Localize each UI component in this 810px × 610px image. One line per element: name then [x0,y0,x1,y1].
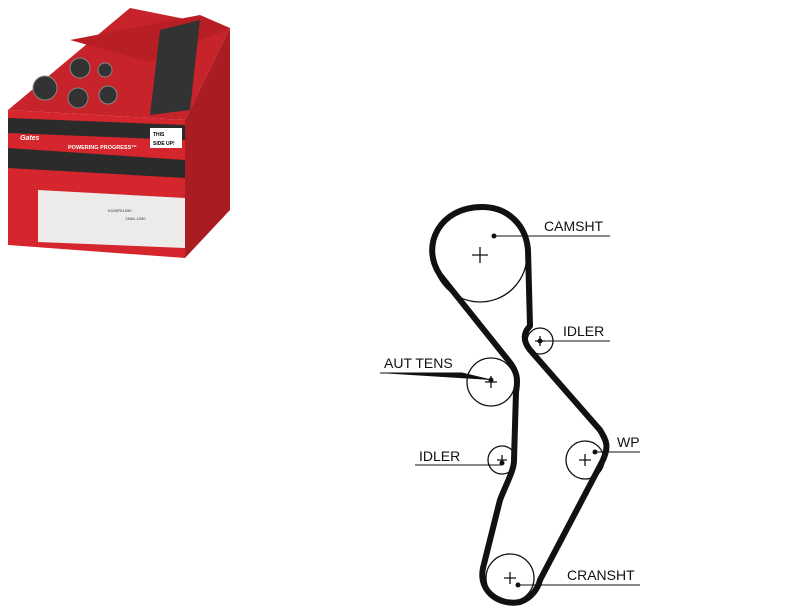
brand-logo: Gates [20,135,40,142]
label-idler-bottom: IDLER [419,448,460,464]
crankshaft-pulley [485,553,535,603]
part-number: K015PK1050 [108,208,132,213]
camshaft-pulley [432,207,528,303]
idler-bottom-pulley [487,445,517,475]
this-side-up-line1: THIS [153,132,165,138]
pulley-illustration [32,57,118,109]
water-pump-pulley [565,440,605,480]
barcode-text: 7AAK-1050 [125,216,146,221]
label-water-pump: WP [617,434,640,450]
timing-belt [429,204,610,606]
slogan: POWERING PROGRESS™ [68,145,137,151]
label-camshaft: CAMSHT [544,218,604,234]
product-box: Gates POWERING PROGRESS™ THIS SIDE UP! K… [8,8,230,258]
label-crankshaft: CRANSHT [567,567,635,583]
label-tensioner: AUT TENS [384,355,453,371]
label-idler-top: IDLER [563,323,604,339]
tensioner-pulley [466,357,516,407]
this-side-up-line2: SIDE UP! [153,141,175,147]
